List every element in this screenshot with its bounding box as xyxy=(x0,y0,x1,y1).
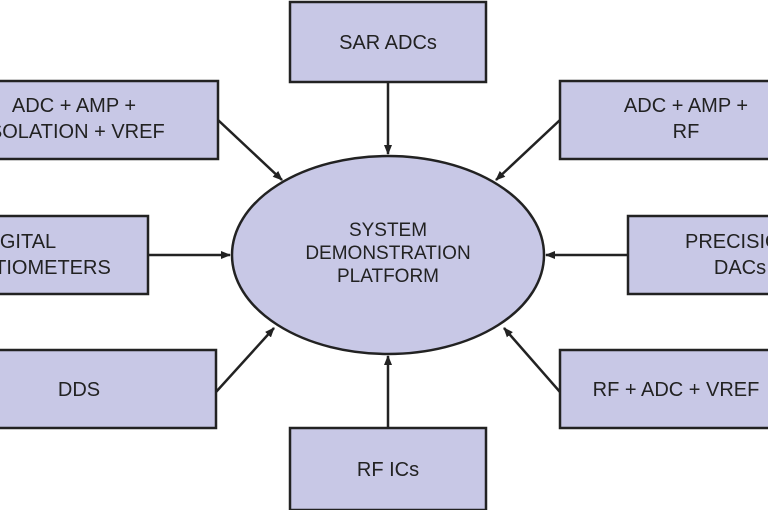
arrow-dds xyxy=(215,327,275,393)
node-box xyxy=(0,214,150,296)
arrow-adc-amp-isolation-vref xyxy=(217,119,283,181)
node-box xyxy=(558,79,768,161)
node-label-line: RF ICs xyxy=(357,459,419,481)
node-label-line: SAR ADCs xyxy=(339,32,437,54)
node-label-line: RF + ADC + VREF xyxy=(593,379,760,401)
node-precision-dacs: PRECISION DACs xyxy=(626,214,768,296)
hub-label-line: DEMONSTRATION xyxy=(305,243,470,264)
connection-arrows xyxy=(148,82,628,428)
node-rf-adc-vref: RF + ADC + VREF xyxy=(558,348,768,430)
node-label-line: PRECISION xyxy=(685,231,768,253)
hub-label-line: SYSTEM xyxy=(349,220,427,241)
node-dds: DDS xyxy=(0,348,218,430)
node-digital-potentiometers: DIGITAL POTENTIOMETERS xyxy=(0,214,150,296)
node-box xyxy=(288,426,488,510)
node-box xyxy=(0,79,220,161)
node-box xyxy=(288,0,488,84)
node-label-line: ADC + AMP + xyxy=(12,95,136,117)
hub-node: SYSTEM DEMONSTRATION PLATFORM xyxy=(230,154,546,356)
arrow-adc-amp-rf xyxy=(495,119,561,181)
node-rf-ics: RF ICs xyxy=(288,426,488,510)
node-adc-amp-rf: ADC + AMP + RF xyxy=(558,79,768,161)
node-label-line: ADC + AMP + xyxy=(624,95,748,117)
node-box xyxy=(626,214,768,296)
node-box xyxy=(0,348,218,430)
node-label-line: DIGITAL xyxy=(0,231,56,253)
arrow-rf-adc-vref xyxy=(503,327,561,393)
node-sar-adcs: SAR ADCs xyxy=(288,0,488,84)
node-label-line: DDS xyxy=(58,379,100,401)
node-label-line: ISOLATION + VREF xyxy=(0,121,165,143)
node-label-line: POTENTIOMETERS xyxy=(0,257,111,279)
node-box xyxy=(558,348,768,430)
node-label-line: DACs xyxy=(714,257,766,279)
node-adc-amp-isolation-vref: ADC + AMP + ISOLATION + VREF xyxy=(0,79,220,161)
hub-label-line: PLATFORM xyxy=(337,266,439,287)
node-label-line: RF xyxy=(673,121,700,143)
hub-ellipse xyxy=(230,154,546,356)
